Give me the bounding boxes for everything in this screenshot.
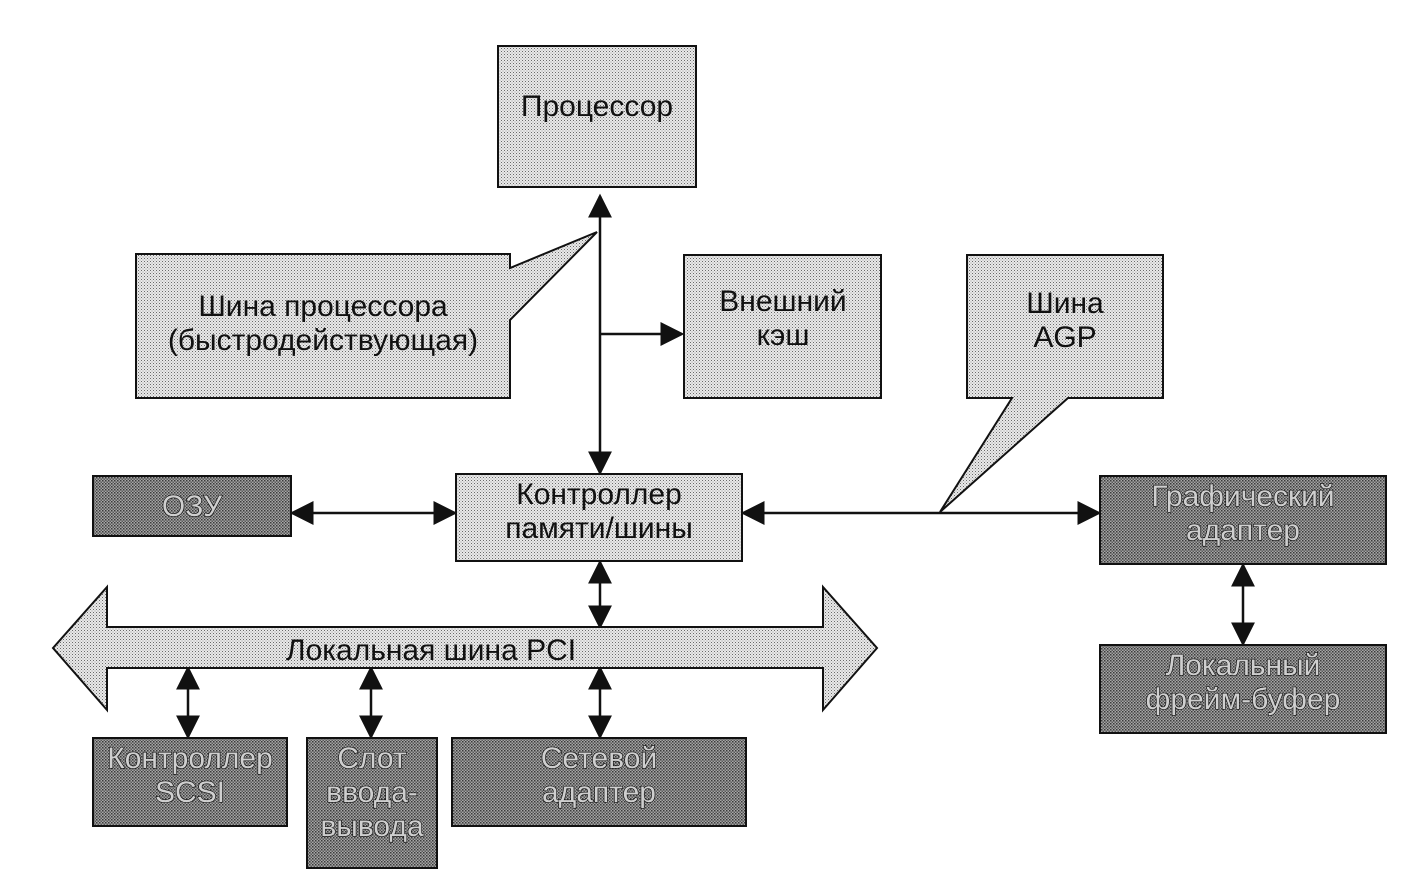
pci-bus-arrow	[51, 584, 879, 713]
scsi-controller-label-line: SCSI	[155, 776, 225, 809]
ram-label: ОЗУ	[162, 490, 223, 523]
network-adapter-box	[451, 737, 747, 827]
io-slot-label-line: вывода	[320, 810, 424, 843]
memory-controller-label-line: Контроллер	[516, 478, 682, 511]
agp-bus-callout-shape	[939, 254, 1164, 513]
cpu-bus-callout-shape	[135, 231, 598, 399]
local-frame-buffer-label-line: фрейм-буфер	[1146, 683, 1341, 716]
agp-bus-label-line: AGP	[1033, 321, 1096, 354]
pci-bus-label: Локальная шина PCI	[286, 634, 576, 667]
network-adapter-label-line: адаптер	[542, 776, 656, 809]
io-slot-label-line: ввода-	[326, 776, 418, 809]
memory-controller-box	[455, 473, 743, 562]
ram-box	[92, 475, 292, 537]
network-adapter-label-line: Сетевой	[541, 742, 657, 775]
ram-label-line: ОЗУ	[162, 490, 223, 523]
graphics-adapter-label-line: Графический	[1151, 480, 1334, 513]
io-slot-box	[306, 737, 438, 869]
memory-controller-label-line: памяти/шины	[505, 512, 693, 545]
graphics-adapter-box	[1099, 475, 1387, 565]
cpu-bus-label-line: (быстродействующая)	[168, 324, 478, 357]
scsi-controller-label-line: Контроллер	[107, 742, 273, 775]
io-slot-label-line: Слот	[337, 742, 407, 775]
local-frame-buffer-label-line: Локальный	[1166, 649, 1321, 682]
pci-bus-label-line: Локальная шина PCI	[286, 634, 576, 667]
external-cache-label-line: кэш	[757, 319, 810, 352]
cpu-bus-label: Шина процессора(быстродействующая)	[168, 290, 478, 357]
scsi-controller-box	[92, 737, 288, 827]
cpu-label: Процессор	[521, 90, 673, 123]
cpu-bus-label-line: Шина процессора	[198, 290, 448, 323]
cpu-label-line: Процессор	[521, 90, 673, 123]
external-cache-label-line: Внешний	[719, 285, 846, 318]
cpu-box	[497, 45, 697, 188]
connectors	[176, 193, 1255, 740]
local-frame-buffer-box	[1099, 644, 1387, 734]
external-cache-box	[683, 254, 882, 399]
agp-bus-label-line: Шина	[1026, 287, 1104, 320]
graphics-adapter-label-line: адаптер	[1186, 514, 1300, 547]
